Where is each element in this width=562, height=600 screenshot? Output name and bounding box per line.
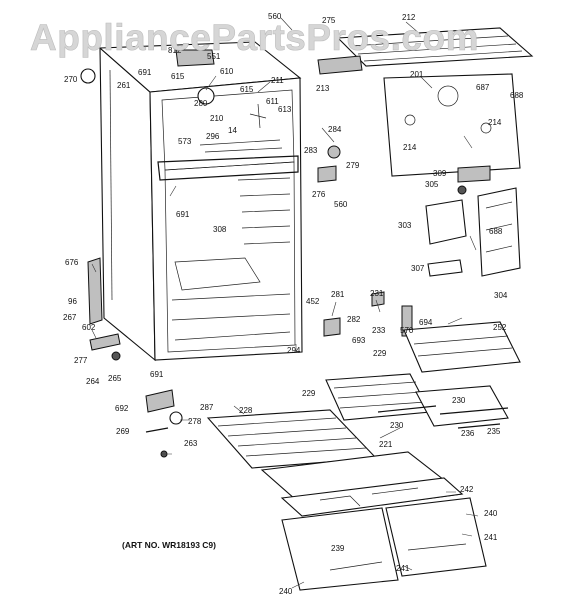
part-label: 212 [402, 13, 416, 22]
part-label: 304 [494, 291, 508, 300]
part-label: 252 [493, 323, 507, 332]
part-label: 14 [228, 126, 237, 135]
part-label: 233 [372, 326, 386, 335]
part-label: 230 [390, 421, 404, 430]
part-label: 230 [452, 396, 466, 405]
part-label: 687 [476, 83, 490, 92]
part-label: 610 [220, 67, 234, 76]
part-label: 239 [331, 544, 345, 553]
part-label: 452 [306, 297, 320, 306]
part-label: 281 [331, 290, 345, 299]
watermark-text: AppliancePartsPros.com [30, 17, 479, 58]
part-label: 229 [302, 389, 316, 398]
part-label: 280 [194, 99, 208, 108]
evaporator-cover [383, 73, 521, 177]
part-label: 570 [400, 326, 414, 335]
part-label: 294 [287, 346, 301, 355]
art-number-caption: (ART NO. WR18193 C9) [122, 540, 216, 550]
part-label: 283 [304, 146, 318, 155]
part-label: 308 [213, 225, 227, 234]
part-label: 615 [171, 72, 185, 81]
part-labels: 560 275 212 812 551 691 615 610 270 211 … [63, 12, 524, 596]
part-label: 240 [279, 587, 293, 596]
part-label: 213 [316, 84, 330, 93]
cabinet [98, 41, 303, 362]
part-label: 201 [410, 70, 424, 79]
part-label: 269 [116, 427, 130, 436]
part-label: 303 [398, 221, 412, 230]
part-label: 270 [64, 75, 78, 84]
part-label: 611 [266, 97, 279, 106]
part-label: 267 [63, 313, 77, 322]
leader-lines [91, 17, 479, 589]
part-label: 296 [206, 132, 220, 141]
part-label: 305 [425, 180, 439, 189]
part-label: 236 [461, 429, 475, 438]
part-label: 613 [278, 105, 292, 114]
part-label: 309 [433, 169, 447, 178]
hinges-small-parts [80, 49, 413, 458]
part-label: 560 [268, 12, 282, 21]
part-label: 573 [178, 137, 192, 146]
part-label: 231 [370, 289, 384, 298]
part-label: 214 [403, 143, 417, 152]
part-label: 277 [74, 356, 88, 365]
part-label: 615 [240, 85, 254, 94]
part-label: 240 [484, 509, 498, 518]
part-label: 551 [207, 52, 221, 61]
part-label: 263 [184, 439, 198, 448]
part-label: 276 [312, 190, 326, 199]
air-duct [317, 55, 521, 277]
part-label: 691 [176, 210, 190, 219]
part-label: 241 [484, 533, 498, 542]
part-label: 221 [379, 440, 393, 449]
part-label: 676 [65, 258, 79, 267]
part-label: 275 [322, 16, 336, 25]
part-label: 261 [117, 81, 131, 90]
part-label: 278 [188, 417, 202, 426]
part-label: 691 [150, 370, 164, 379]
part-label: 214 [488, 118, 502, 127]
part-label: 287 [200, 403, 214, 412]
part-label: 688 [489, 227, 503, 236]
part-label: 688 [510, 91, 524, 100]
part-label: 694 [419, 318, 433, 327]
part-label: 691 [138, 68, 152, 77]
part-label: 284 [328, 125, 342, 134]
part-label: 692 [115, 404, 129, 413]
part-label: 241 [396, 564, 410, 573]
part-label: 279 [346, 161, 360, 170]
part-label: 693 [352, 336, 366, 345]
part-label: 812 [168, 46, 182, 55]
part-label: 228 [239, 406, 253, 415]
crisper-assembly [260, 451, 487, 591]
part-label: 560 [334, 200, 348, 209]
part-label: 265 [108, 374, 122, 383]
part-label: 210 [210, 114, 224, 123]
part-label: 282 [347, 315, 361, 324]
part-label: 211 [271, 76, 284, 85]
part-label: 96 [68, 297, 77, 306]
part-label: 229 [373, 349, 387, 358]
part-label: 235 [487, 427, 501, 436]
shelves [206, 321, 521, 469]
part-label: 602 [82, 323, 96, 332]
part-label: 307 [411, 264, 425, 273]
part-label: 242 [460, 485, 474, 494]
part-label: 264 [86, 377, 100, 386]
